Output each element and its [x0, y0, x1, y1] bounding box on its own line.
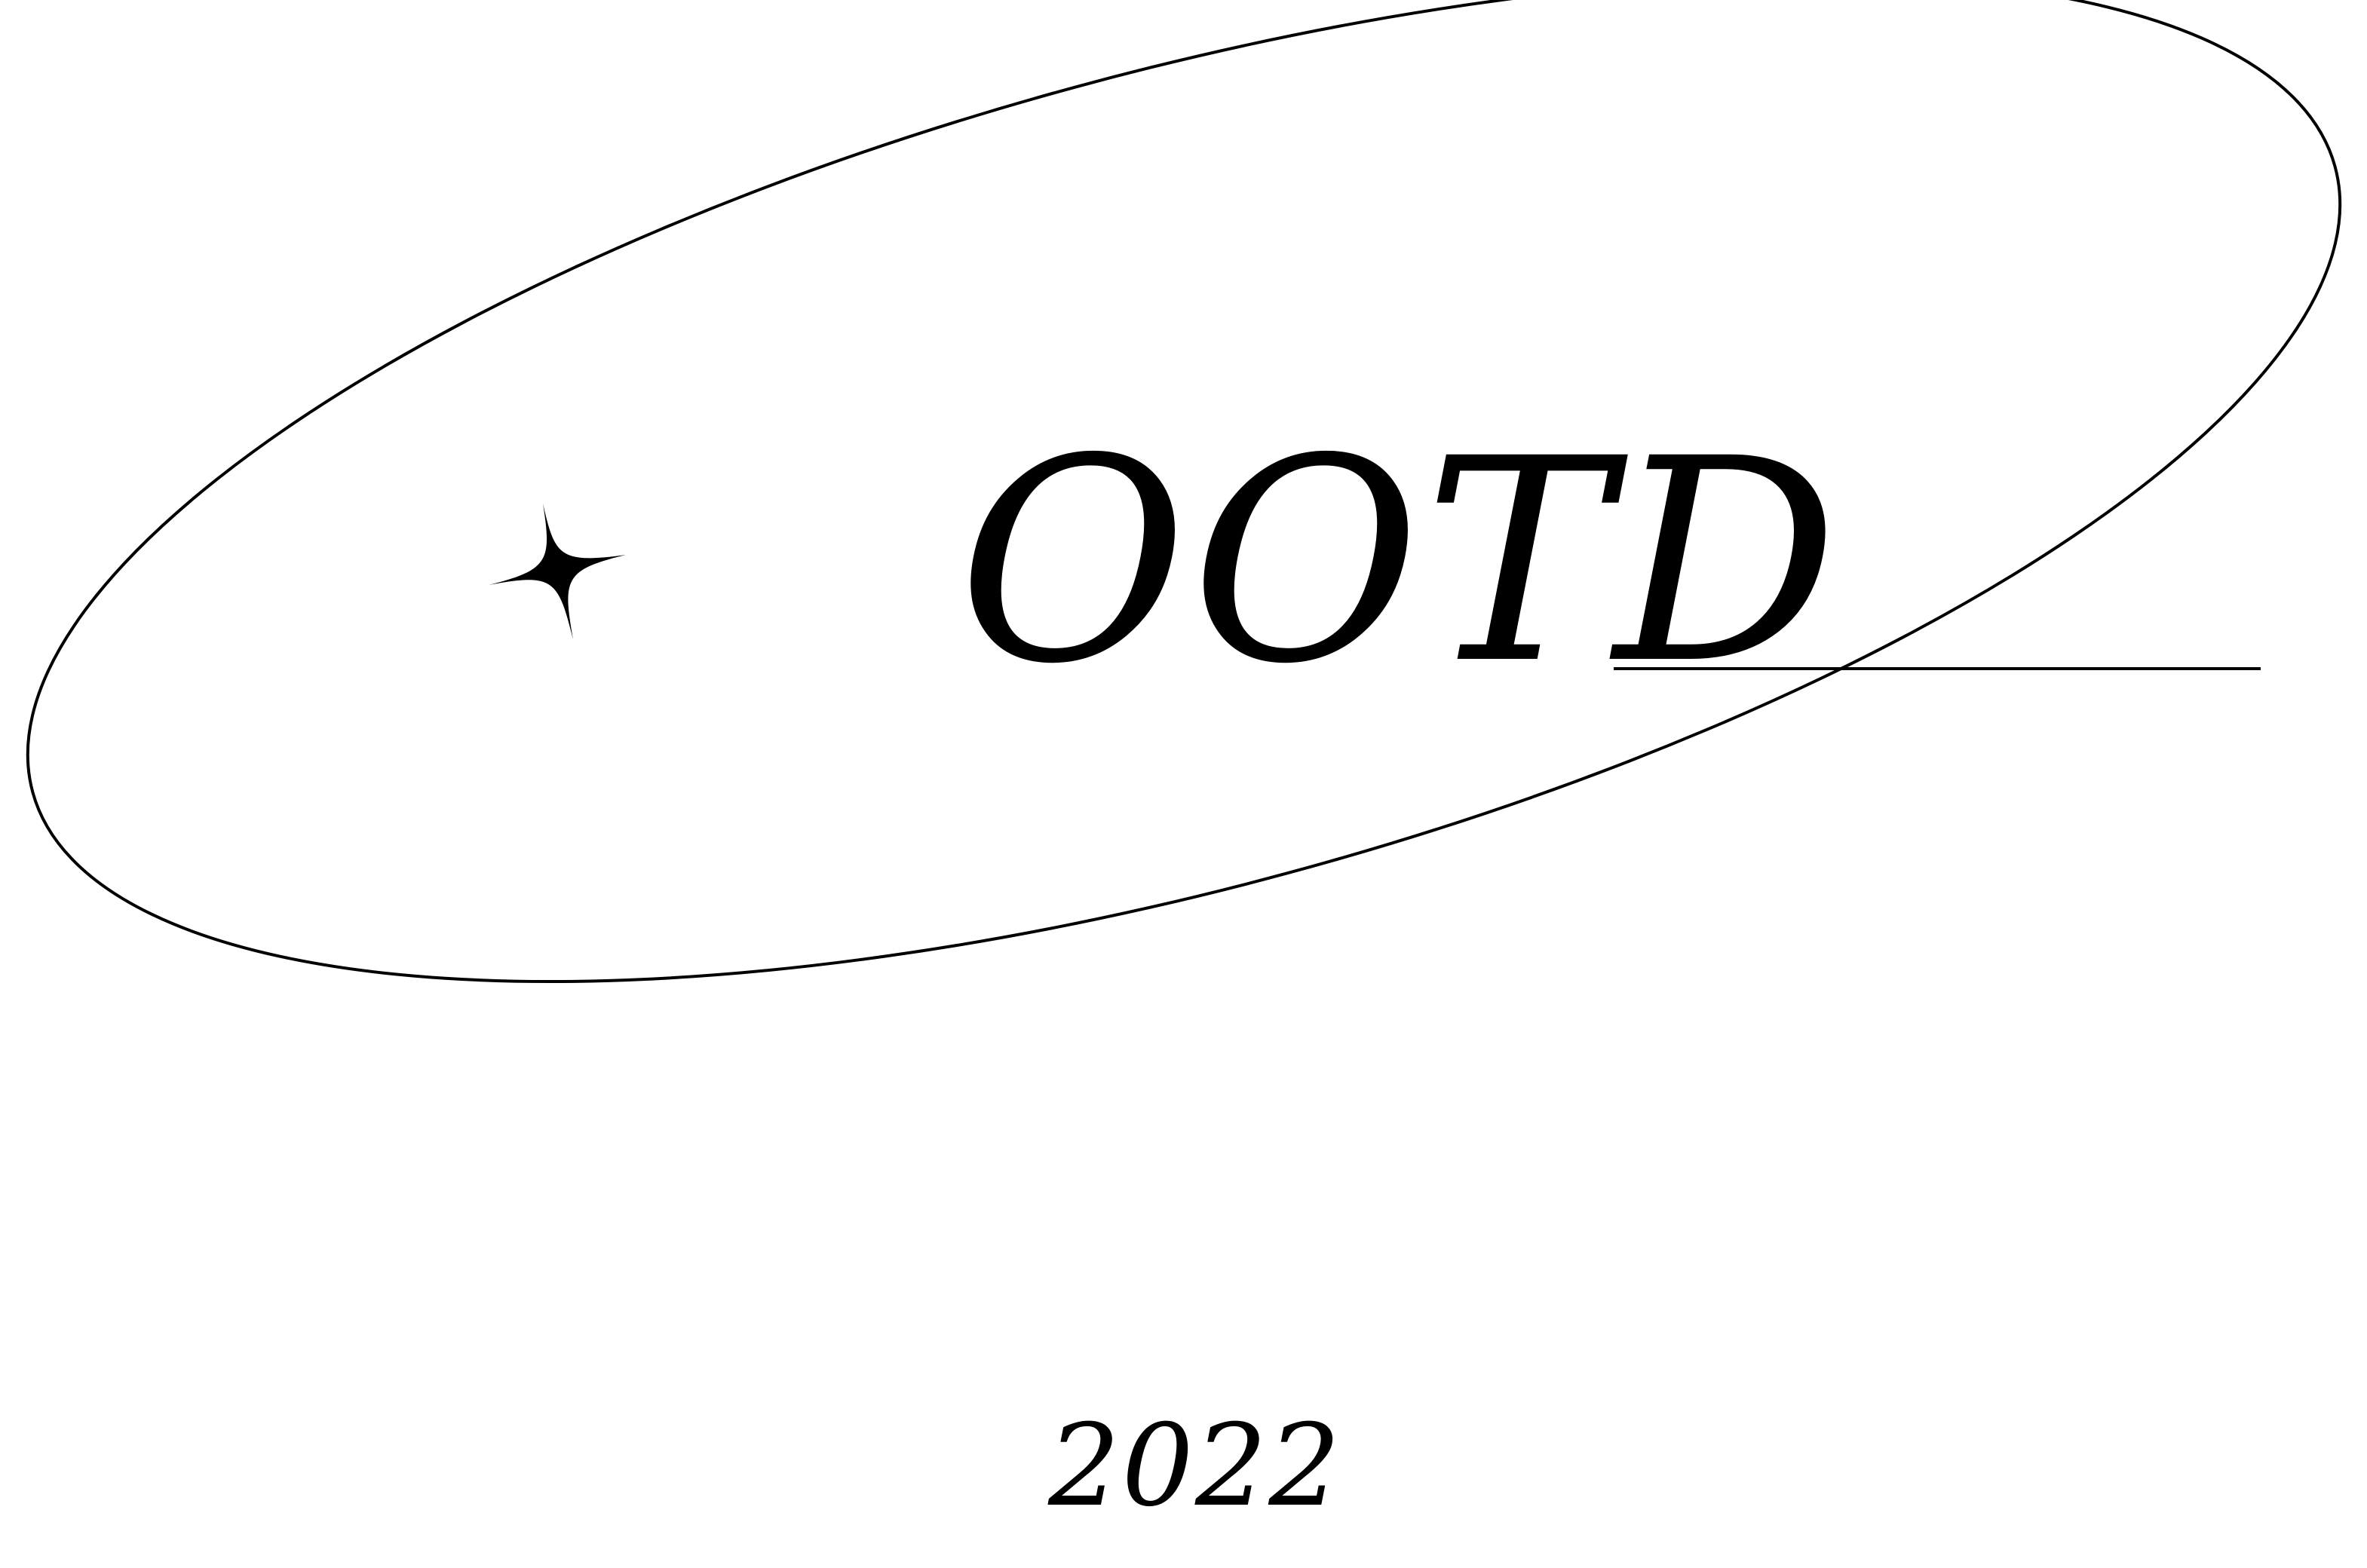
- brand-year: 2022: [1048, 1401, 1342, 1532]
- brand-title: OOTD: [958, 399, 1842, 725]
- sparkle-icon: [489, 504, 626, 639]
- orbit-ellipse: [26, 0, 2342, 984]
